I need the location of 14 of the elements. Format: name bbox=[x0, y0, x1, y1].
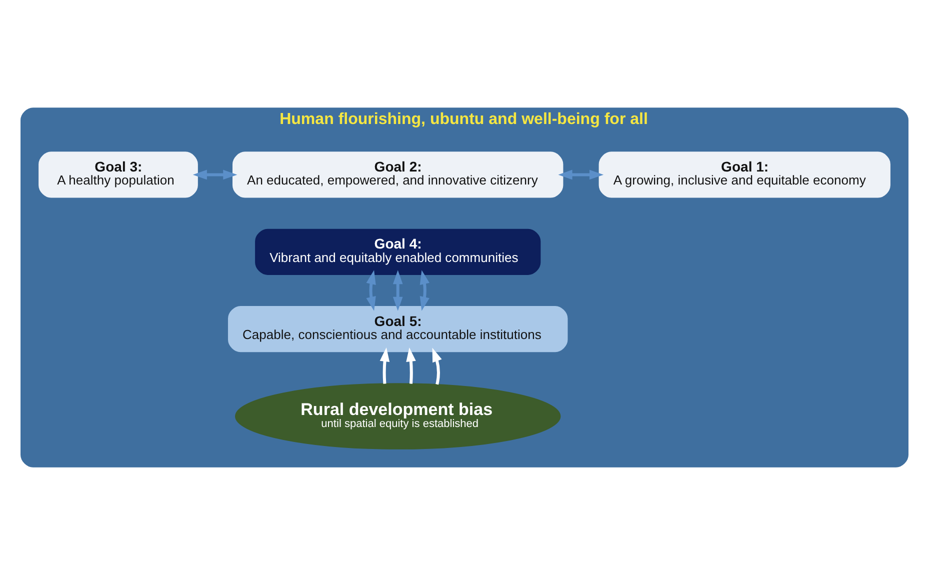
arrow bbox=[432, 347, 442, 384]
node-box: Goal 5: Capable, conscientious and accountable institutions bbox=[227, 306, 568, 352]
node-ellipse: Rural development bias until spatial equity is established bbox=[234, 382, 560, 449]
arrow bbox=[366, 270, 376, 310]
arrow bbox=[419, 270, 429, 310]
node-box: Goal 4: Vibrant and equitably enabled communities bbox=[254, 228, 540, 274]
node-box: Goal 3: A healthy population bbox=[38, 151, 198, 198]
arrow bbox=[392, 270, 402, 310]
arrow bbox=[406, 347, 416, 384]
arrow bbox=[192, 169, 237, 180]
node-box: Goal 1: A growing, inclusive and equitable economy bbox=[598, 151, 890, 198]
node-box: Goal 2: An educated, empowered, and innovative citizenry bbox=[232, 151, 563, 198]
arrow bbox=[379, 346, 390, 384]
arrow bbox=[558, 169, 604, 180]
